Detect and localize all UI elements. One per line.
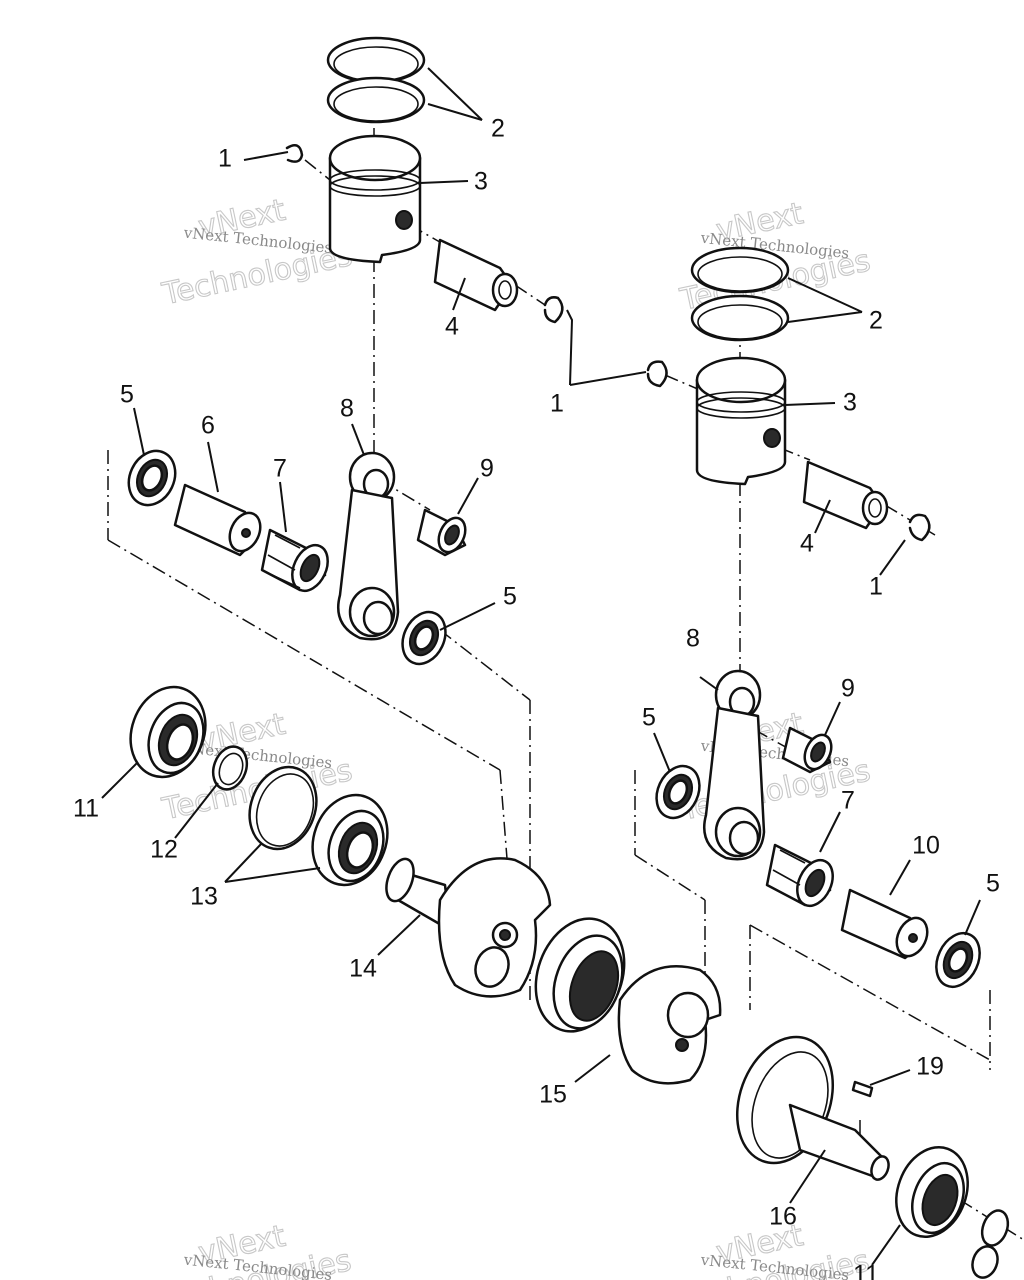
watermark-top-left: vNext Technologies vNext Technologies: [158, 192, 356, 313]
left-piston-pin-circlip-inner: [285, 143, 304, 163]
left-piston-pin: [433, 238, 519, 312]
callout-4a: 4: [445, 313, 459, 341]
woodruff-key: [851, 1080, 874, 1098]
left-crankshaft-half: [385, 857, 552, 998]
callout-6a: 6: [201, 412, 215, 440]
left-piston-ring-lower: [326, 76, 426, 124]
left-piston-pin-circlip-outer: [543, 296, 564, 324]
callout-2b: 2: [869, 307, 883, 335]
callout-1c: 1: [869, 573, 883, 601]
callout-3a: 3: [474, 168, 488, 196]
left-main-ball-bearing: [129, 685, 207, 779]
callout-15: 15: [539, 1081, 567, 1109]
callout-4b: 4: [800, 530, 814, 558]
right-main-ball-bearing: [895, 1145, 969, 1239]
callout-16: 16: [769, 1203, 797, 1231]
callout-labels: 1 2 3 4 1 2 3 4 1 5 6 7 8 9 5 8 9 5 7 10…: [73, 115, 1000, 1280]
left-small-end-needle-bearing: [416, 508, 467, 557]
callout-8a: 8: [340, 395, 354, 423]
callout-7a: 7: [273, 455, 287, 483]
callout-12: 12: [150, 836, 178, 864]
callout-9b: 9: [841, 675, 855, 703]
left-thrust-washer-lower: [401, 610, 447, 666]
center-crankshaft-section: [534, 917, 722, 1085]
callout-5c: 5: [642, 704, 656, 732]
callout-leader-lines: [101, 67, 981, 1266]
right-thrust-washer-lower: [935, 932, 981, 988]
right-bearing-snap-ring: [971, 1209, 1010, 1279]
left-crank-pin: [173, 483, 262, 557]
right-piston-pin: [802, 460, 889, 530]
left-connecting-rod: [337, 451, 400, 641]
left-big-end-needle-bearing: [260, 528, 329, 593]
callout-1b: 1: [550, 390, 564, 418]
right-small-end-needle-bearing: [781, 726, 833, 774]
left-thrust-washer-upper: [127, 449, 177, 507]
callout-19: 19: [916, 1053, 944, 1081]
callout-13: 13: [190, 883, 218, 911]
right-piston-pin-circlip-outer: [908, 513, 931, 542]
callout-2a: 2: [491, 115, 505, 143]
left-piston: [328, 134, 422, 264]
left-crankshaft-seal-ring: [248, 765, 318, 851]
callout-11a: 11: [73, 795, 99, 823]
callout-9a: 9: [480, 455, 494, 483]
callout-7b: 7: [841, 787, 855, 815]
watermark-bottom-left: vNext Technologies vNext Technologies: [157, 1218, 355, 1280]
callout-5d: 5: [986, 870, 1000, 898]
left-piston-ring-upper: [326, 36, 426, 84]
right-connecting-rod: [703, 669, 766, 861]
left-bearing-snap-ring: [211, 745, 249, 791]
callout-5b: 5: [503, 583, 517, 611]
right-thrust-washer-upper: [655, 764, 701, 820]
right-big-end-needle-bearing: [765, 843, 834, 908]
right-piston-pin-circlip-inner: [646, 360, 668, 388]
callout-5a: 5: [120, 381, 134, 409]
right-piston-ring-lower: [690, 294, 790, 342]
right-crankshaft-half: [735, 1035, 890, 1181]
callout-10: 10: [912, 832, 940, 860]
left-inner-ball-bearing: [311, 793, 389, 887]
callout-1a: 1: [218, 145, 232, 173]
callout-3b: 3: [843, 389, 857, 417]
callout-11b: 11: [853, 1261, 879, 1280]
right-piston-ring-upper: [690, 246, 790, 294]
callout-14: 14: [349, 955, 377, 983]
right-piston: [695, 356, 787, 486]
callout-8b: 8: [686, 625, 700, 653]
right-crank-pin: [840, 888, 929, 960]
